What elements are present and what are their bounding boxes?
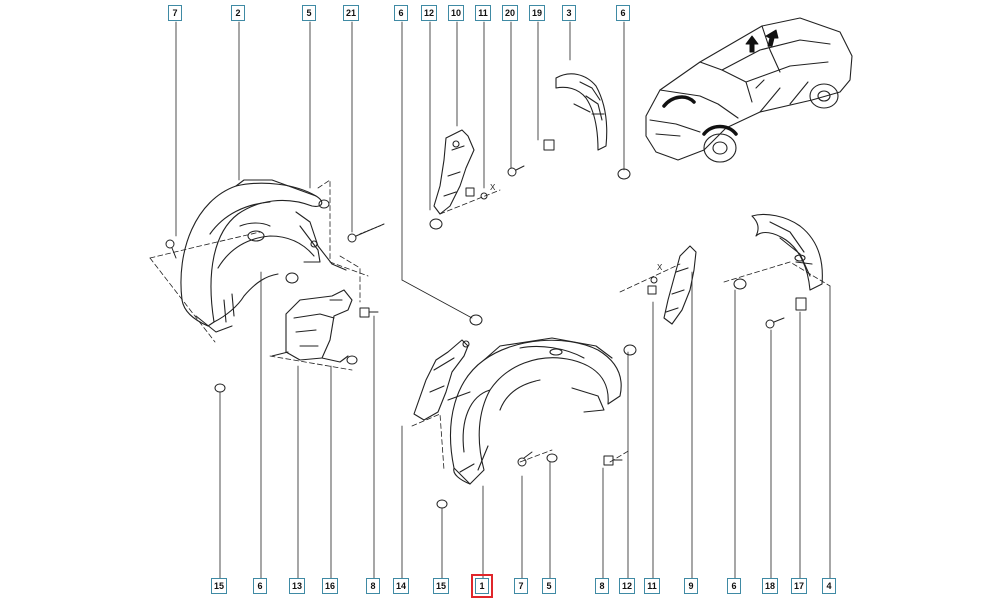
clip-16 <box>346 355 358 365</box>
leader-lines-top <box>175 21 625 319</box>
car-illustration <box>645 17 853 163</box>
axis-mark-x-right: X <box>657 263 663 272</box>
clip-6-lower <box>623 344 637 356</box>
car-highlight-front <box>662 95 738 136</box>
clip-10 <box>429 218 443 230</box>
callout-top-3[interactable]: 3 <box>562 5 576 21</box>
bolt-8-left <box>359 307 379 318</box>
clip-6-mid <box>469 314 483 326</box>
screw-20 <box>507 165 525 177</box>
screw-7 <box>517 451 533 467</box>
front-liner-bracket <box>413 339 470 421</box>
clip-15-right <box>436 499 448 509</box>
nut-19 <box>543 139 555 151</box>
callout-bottom-18[interactable]: 18 <box>762 578 778 594</box>
clip-6-right <box>617 168 631 180</box>
right-wheel-arch-liner <box>447 337 622 485</box>
callout-bottom-17[interactable]: 17 <box>791 578 807 594</box>
callout-top-5[interactable]: 5 <box>302 5 316 21</box>
callout-bottom-13[interactable]: 13 <box>289 578 305 594</box>
leader-lines-bottom <box>219 271 831 579</box>
callout-bottom-15a[interactable]: 15 <box>211 578 227 594</box>
callout-bottom-12[interactable]: 12 <box>619 578 635 594</box>
side-bracket <box>663 245 697 325</box>
rear-right-liner <box>751 213 823 291</box>
callout-bottom-7[interactable]: 7 <box>514 578 528 594</box>
callout-top-7[interactable]: 7 <box>168 5 182 21</box>
callout-top-2[interactable]: 2 <box>231 5 245 21</box>
callout-top-12[interactable]: 12 <box>421 5 437 21</box>
nut-11 <box>465 187 475 197</box>
callout-bottom-15b[interactable]: 15 <box>433 578 449 594</box>
fasteners <box>165 139 807 509</box>
clip-5 <box>318 199 330 209</box>
axis-mark-x-top: X <box>490 183 496 192</box>
callout-bottom-16[interactable]: 16 <box>322 578 338 594</box>
callout-bottom-9[interactable]: 9 <box>684 578 698 594</box>
callout-top-19[interactable]: 19 <box>529 5 545 21</box>
callout-top-6b[interactable]: 6 <box>616 5 630 21</box>
callout-bottom-6b[interactable]: 6 <box>727 578 741 594</box>
left-bracket <box>271 289 353 363</box>
callout-top-6a[interactable]: 6 <box>394 5 408 21</box>
callout-bottom-4[interactable]: 4 <box>822 578 836 594</box>
callout-top-10[interactable]: 10 <box>448 5 464 21</box>
callout-bottom-11[interactable]: 11 <box>644 578 660 594</box>
callout-top-11[interactable]: 11 <box>475 5 491 21</box>
nut-17 <box>795 297 807 311</box>
screw-21 <box>347 223 385 243</box>
car-arrows <box>745 29 779 53</box>
callout-bottom-8b[interactable]: 8 <box>595 578 609 594</box>
clip-6-far <box>733 278 747 290</box>
assembly-lines <box>149 179 831 471</box>
callout-bottom-5[interactable]: 5 <box>542 578 556 594</box>
mounting-bracket <box>433 129 475 215</box>
callout-bottom-6a[interactable]: 6 <box>253 578 267 594</box>
callout-top-21[interactable]: 21 <box>343 5 359 21</box>
screw-18 <box>765 317 785 329</box>
callout-bottom-8a[interactable]: 8 <box>366 578 380 594</box>
rear-liner-section <box>555 73 608 151</box>
callout-bottom-14[interactable]: 14 <box>393 578 409 594</box>
clip-5-right <box>546 453 558 463</box>
clip-15-left <box>214 383 226 393</box>
screw-top-left <box>165 239 177 259</box>
callout-bottom-1-selected[interactable]: 1 <box>471 574 493 598</box>
left-wheel-arch-liner <box>180 179 347 333</box>
bolt-12 <box>647 285 657 295</box>
bolt-8-right <box>603 455 623 466</box>
callout-top-20[interactable]: 20 <box>502 5 518 21</box>
clip-6-top <box>285 272 299 284</box>
